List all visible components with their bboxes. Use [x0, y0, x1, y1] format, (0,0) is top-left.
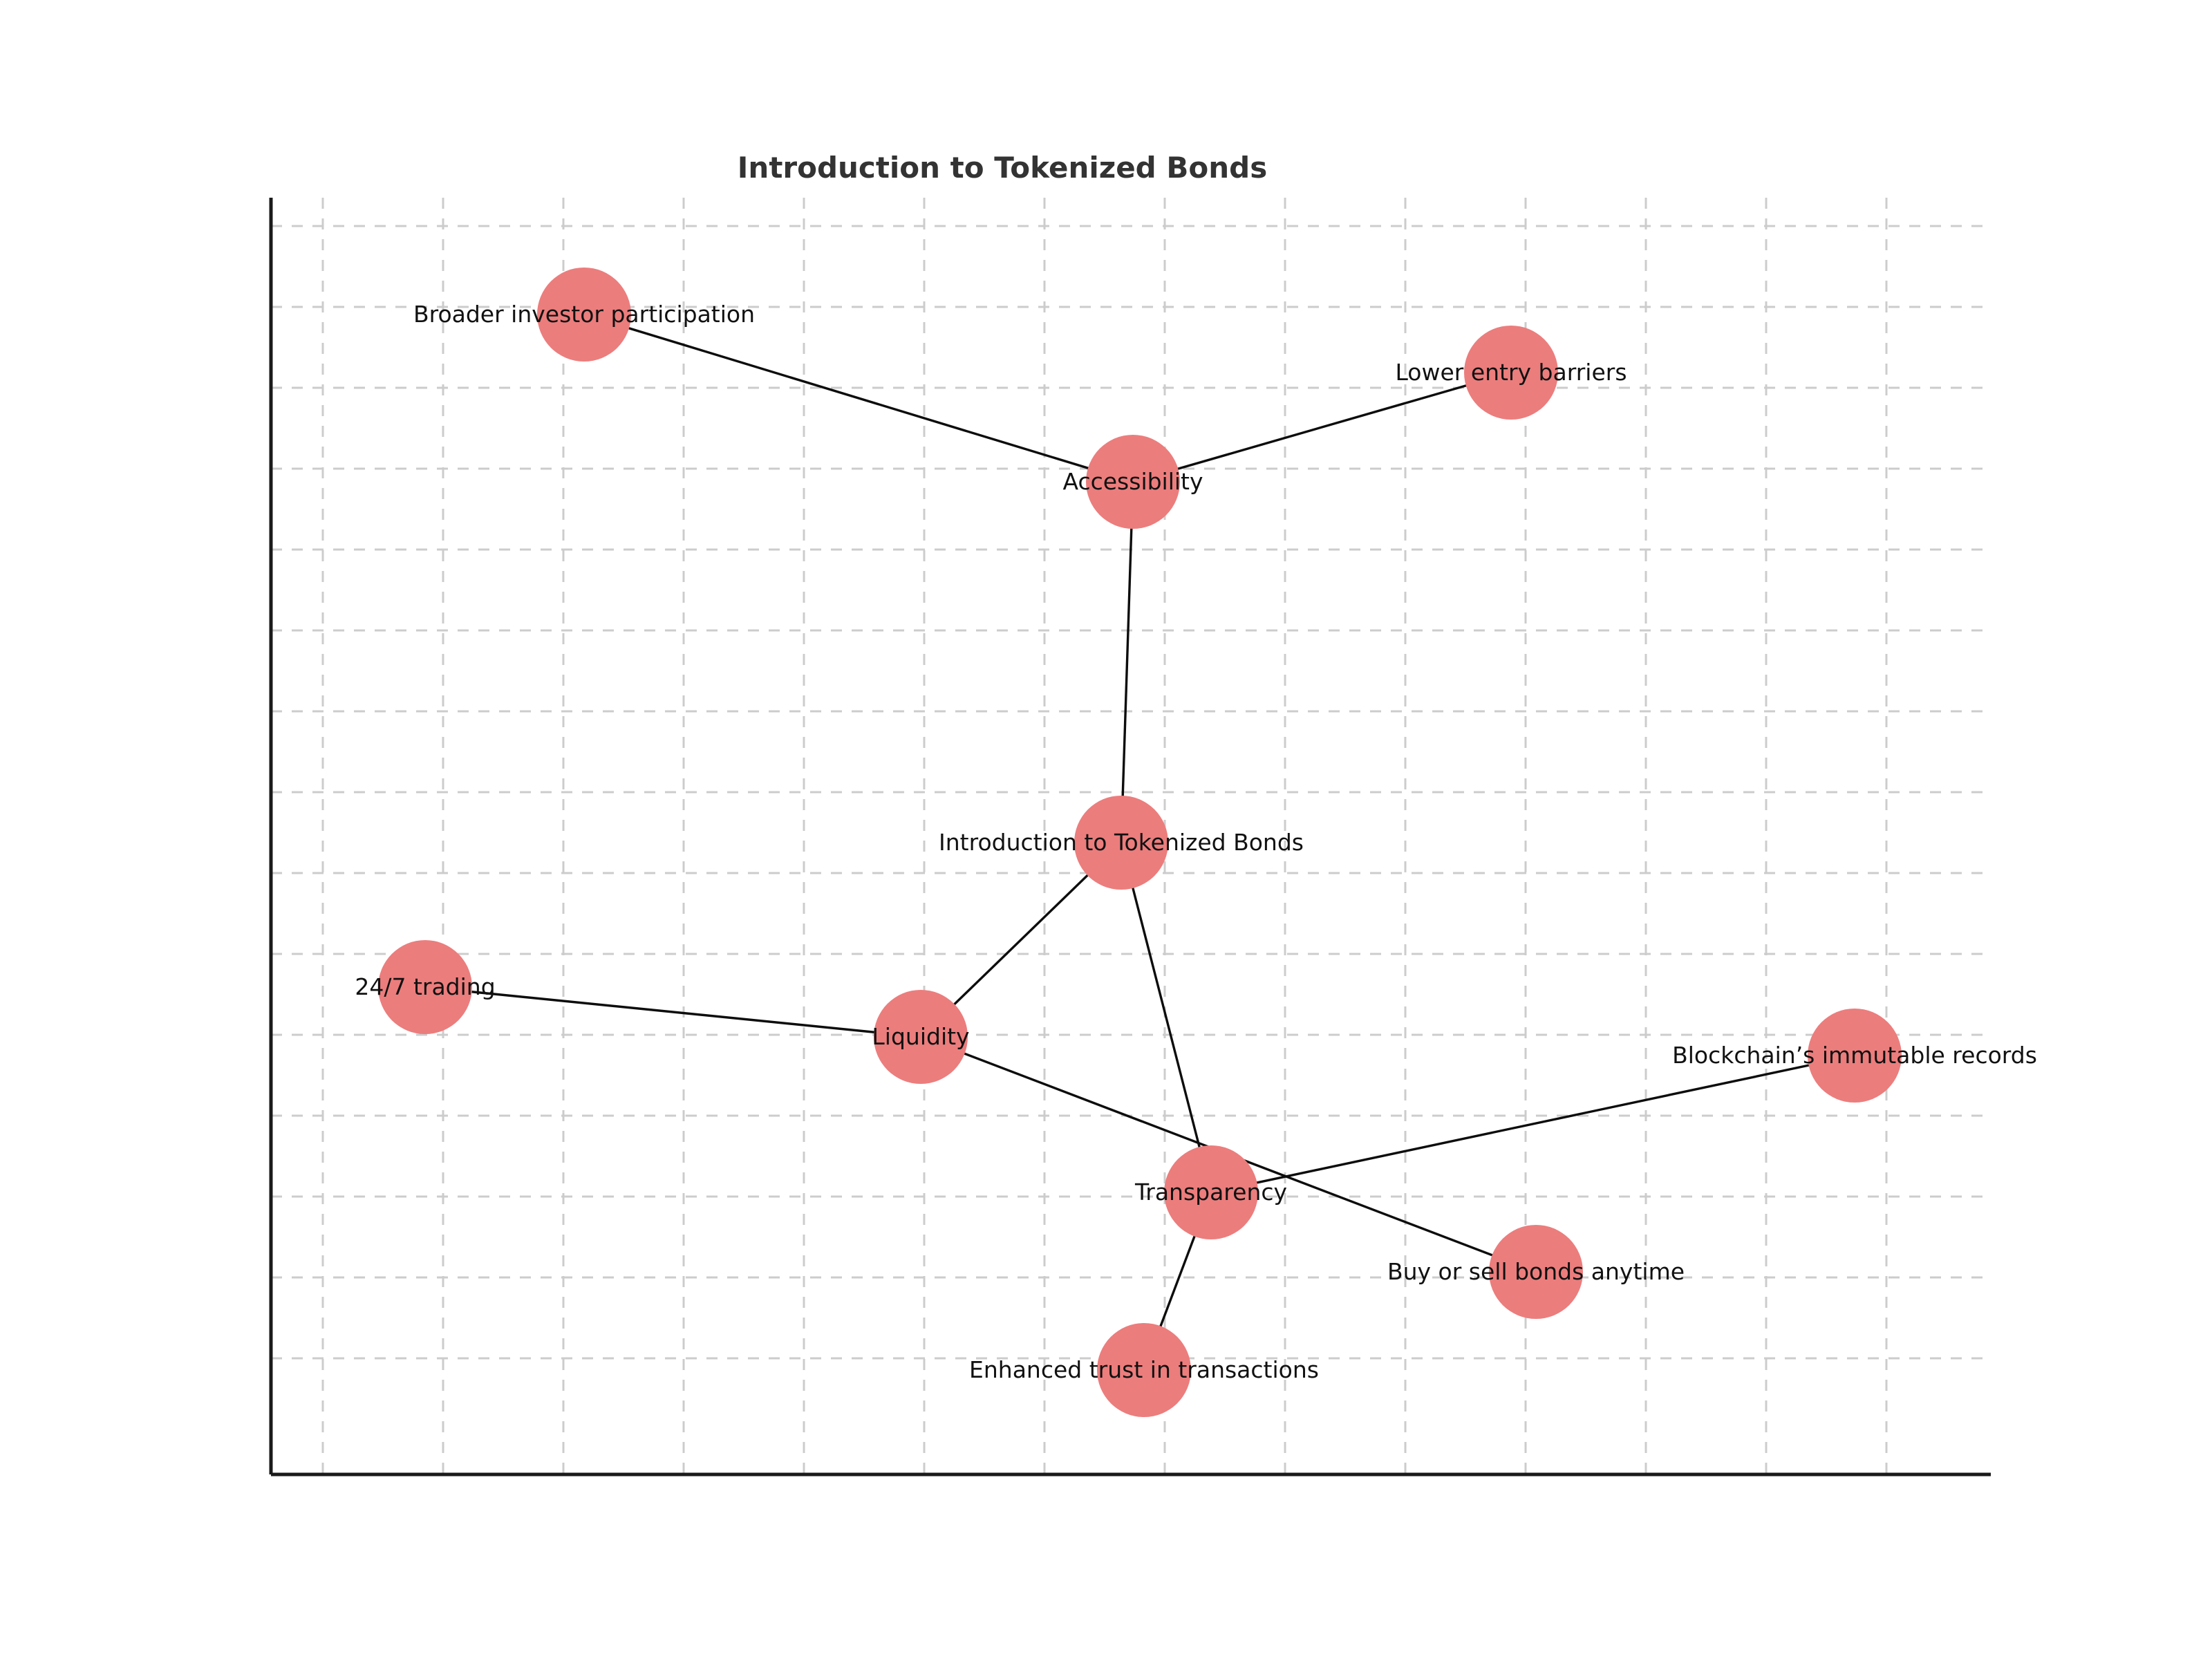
graph-node-lower[interactable] — [1464, 326, 1558, 420]
graph-node-root[interactable] — [1074, 796, 1168, 890]
graph-edge — [424, 986, 921, 1038]
graph-node-transparency[interactable] — [1164, 1145, 1258, 1239]
graph-edge — [1120, 842, 1212, 1193]
graph-edge — [583, 313, 1134, 483]
graph-edge — [1120, 481, 1134, 843]
graph-node-liquidity[interactable] — [874, 990, 968, 1084]
graph-node-trading247[interactable] — [378, 940, 472, 1034]
graph-node-label-enhanced: Enhanced trust in transactions — [969, 1356, 1319, 1383]
edge-layer — [424, 313, 1855, 1371]
node-label-layer: Introduction to Tokenized Bonds Accessibi… — [355, 301, 2037, 1383]
graph-node-label-liquidity: Liquidity — [872, 1023, 969, 1050]
graph-node-label-transparency: Transparency — [1134, 1179, 1287, 1206]
graph-edge — [1210, 1054, 1855, 1194]
axis-spines — [269, 198, 1991, 1477]
graph-node-buysell[interactable] — [1489, 1225, 1583, 1319]
page-title: Introduction to Tokenized Bonds — [737, 151, 1268, 185]
node-layer — [378, 268, 1902, 1417]
graph-node-label-buysell: Buy or sell bonds anytime — [1387, 1258, 1685, 1285]
graph-node-label-accessibility: Accessibility — [1062, 468, 1203, 495]
graph-node-accessibility[interactable] — [1086, 435, 1180, 529]
graph-edge — [1132, 371, 1512, 483]
graph-node-enhanced[interactable] — [1097, 1323, 1191, 1417]
graph-node-broader[interactable] — [537, 268, 631, 362]
graph-node-label-root: Introduction to Tokenized Bonds — [939, 829, 1304, 856]
graph-node-label-trading247: 24/7 trading — [355, 973, 495, 1000]
graph-node-label-broader: Broader investor participation — [413, 301, 755, 328]
graph-node-label-blockchain: Blockchain’s immutable records — [1672, 1042, 2037, 1069]
graph-node-blockchain[interactable] — [1808, 1009, 1902, 1103]
graph-node-label-lower: Lower entry barriers — [1395, 359, 1627, 386]
